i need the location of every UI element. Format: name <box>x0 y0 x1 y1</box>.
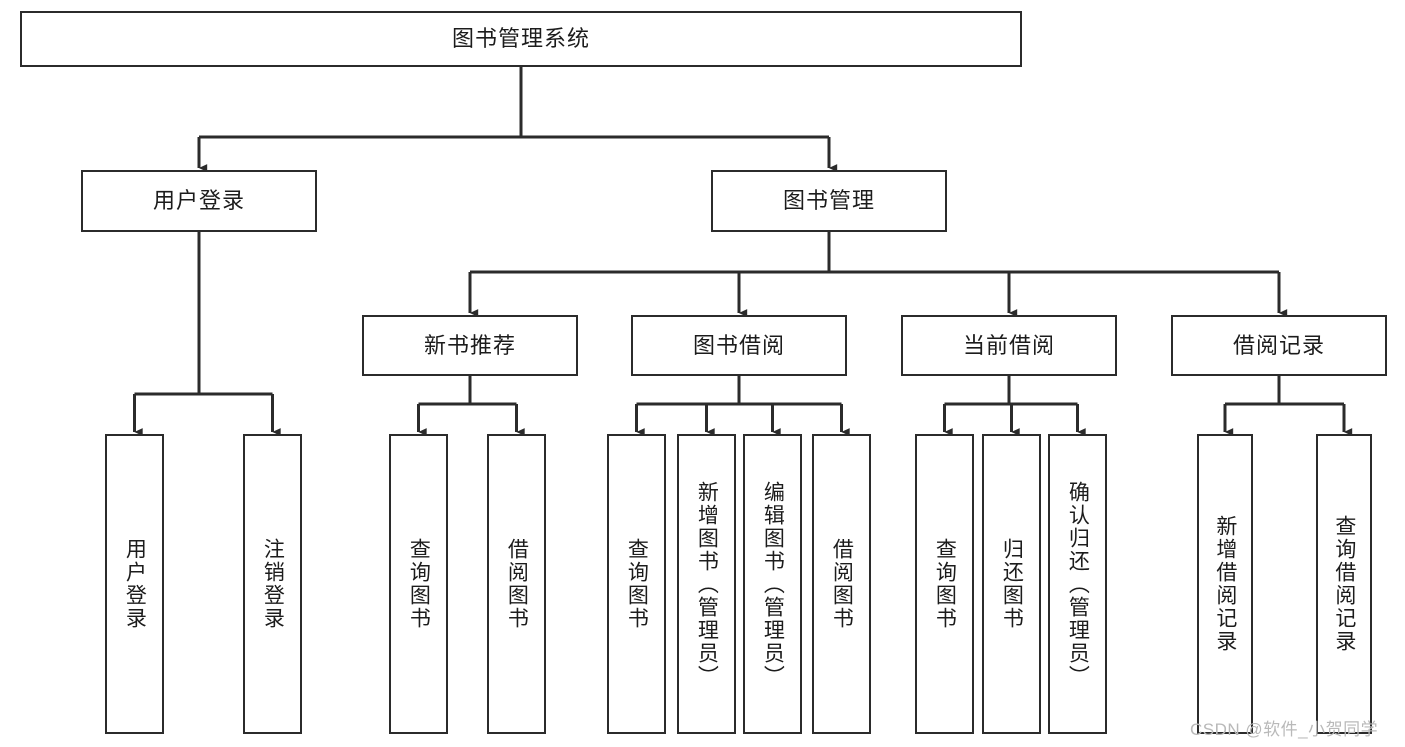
node-label: 图书管理系统 <box>451 26 590 52</box>
node-label: 图书管理 <box>782 188 875 214</box>
node-label: 确认归还（管理员） <box>1066 480 1090 688</box>
leaf-borrow-book-2[interactable]: 借阅图书 <box>812 434 871 734</box>
node-label: 新增图书（管理员） <box>695 480 719 688</box>
node-label: 查询图书 <box>933 538 957 630</box>
csdn-watermark: CSDN @软件_小贺同学 <box>1190 720 1379 739</box>
leaf-add-book[interactable]: 新增图书（管理员） <box>677 434 736 734</box>
leaf-confirm-return[interactable]: 确认归还（管理员） <box>1048 434 1107 734</box>
leaf-add-record[interactable]: 新增借阅记录 <box>1197 434 1253 734</box>
leaf-borrow-book-1[interactable]: 借阅图书 <box>487 434 546 734</box>
node-label: 新增借阅记录 <box>1213 515 1237 653</box>
node-label: 借阅记录 <box>1232 332 1325 358</box>
node-label: 新书推荐 <box>423 332 516 358</box>
leaf-query-book-1[interactable]: 查询图书 <box>389 434 448 734</box>
node-label: 查询借阅记录 <box>1332 515 1356 653</box>
node-label: 用户登录 <box>123 538 147 630</box>
node-label: 注销登录 <box>261 538 285 630</box>
node-borrow-record[interactable]: 借阅记录 <box>1171 315 1387 376</box>
node-label: 当前借阅 <box>962 332 1055 358</box>
node-new-book-recommend[interactable]: 新书推荐 <box>362 315 578 376</box>
node-label: 查询图书 <box>407 538 431 630</box>
leaf-edit-book[interactable]: 编辑图书（管理员） <box>743 434 802 734</box>
node-label: 借阅图书 <box>505 538 529 630</box>
node-root[interactable]: 图书管理系统 <box>20 11 1022 67</box>
node-label: 归还图书 <box>1000 538 1024 630</box>
leaf-query-book-2[interactable]: 查询图书 <box>607 434 666 734</box>
node-label: 编辑图书（管理员） <box>761 480 785 688</box>
leaf-return-book[interactable]: 归还图书 <box>982 434 1041 734</box>
leaf-logout[interactable]: 注销登录 <box>243 434 302 734</box>
leaf-query-record[interactable]: 查询借阅记录 <box>1316 434 1372 734</box>
node-book-borrow[interactable]: 图书借阅 <box>631 315 847 376</box>
node-label: 查询图书 <box>625 538 649 630</box>
node-book-manage[interactable]: 图书管理 <box>711 170 947 232</box>
leaf-query-book-3[interactable]: 查询图书 <box>915 434 974 734</box>
leaf-user-login[interactable]: 用户登录 <box>105 434 164 734</box>
node-user-login[interactable]: 用户登录 <box>81 170 317 232</box>
node-current-borrow[interactable]: 当前借阅 <box>901 315 1117 376</box>
node-label: 用户登录 <box>152 188 245 214</box>
node-label: 借阅图书 <box>830 538 854 630</box>
node-label: 图书借阅 <box>692 332 785 358</box>
